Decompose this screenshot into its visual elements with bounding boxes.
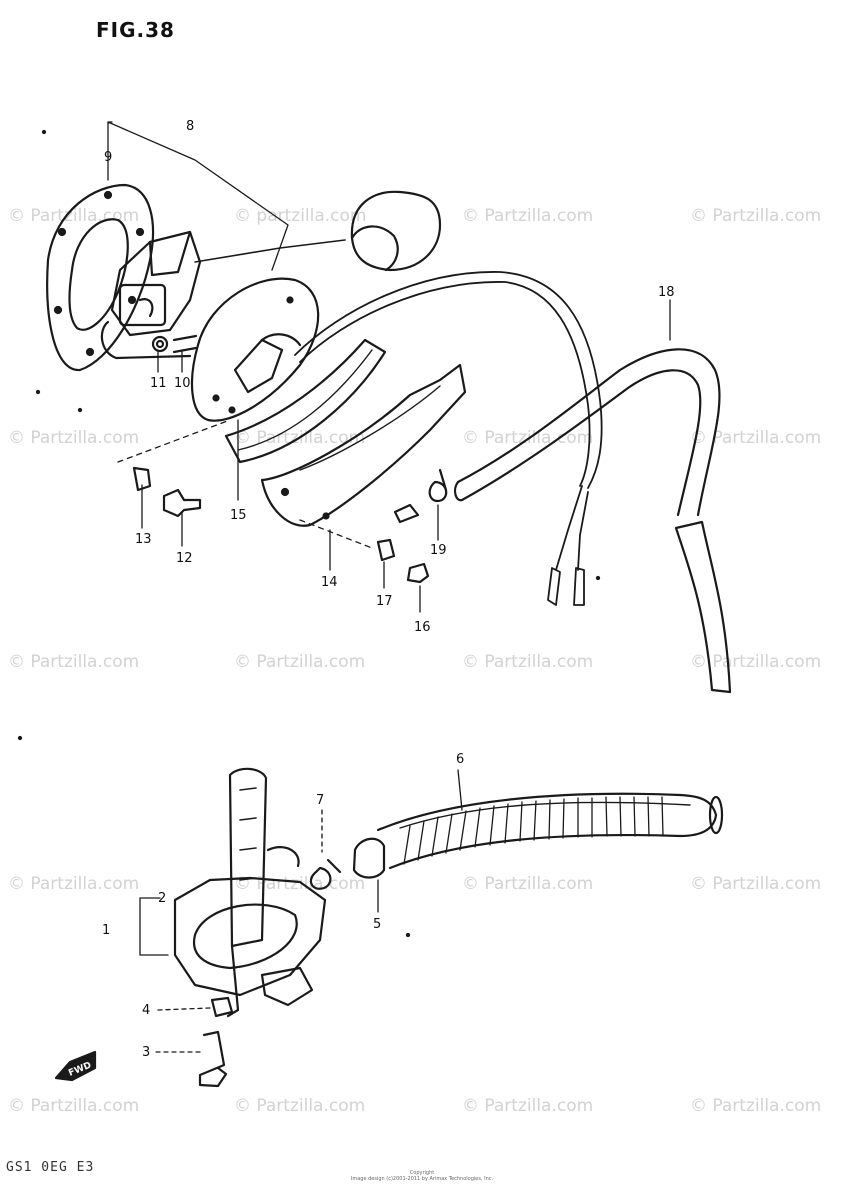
breather-hose-part-18: [453, 348, 732, 694]
guard-part-15: [224, 338, 387, 464]
callout-11: 11: [150, 376, 167, 391]
float-part: [350, 190, 442, 272]
fuel-hose-part-6: [352, 792, 724, 879]
callout-19: 19: [430, 543, 447, 558]
watermark-text: © Partzilla.com: [8, 1096, 140, 1116]
callout-3: 3: [142, 1045, 151, 1060]
callout-4: 4: [142, 1003, 151, 1018]
watermark-text: © Partzilla.com: [690, 1096, 822, 1116]
watermark-text: © Partzilla.com: [234, 1096, 366, 1116]
watermark-text: © Partzilla.com: [690, 652, 822, 672]
sender-plate-part-8: [190, 277, 320, 422]
callout-2: 2: [158, 891, 167, 906]
fuel-sender-unit: [100, 230, 346, 360]
watermark-text: © Partzilla.com: [8, 652, 140, 672]
watermark-text: © Partzilla.com: [690, 206, 822, 226]
watermark-text: © Partzilla.com: [462, 652, 594, 672]
clip-part-19: [428, 468, 448, 503]
callout-1: 1: [102, 923, 111, 938]
callout-15: 15: [230, 508, 247, 523]
watermark-text: © Partzilla.com: [462, 1096, 594, 1116]
callout-9: 9: [104, 150, 113, 165]
watermark-text: © Partzilla.com: [690, 874, 822, 894]
watermark-text: © Partzilla.com: [8, 428, 140, 448]
callout-16: 16: [414, 620, 431, 635]
callout-13: 13: [135, 532, 152, 547]
watermark-text: © Partzilla.com: [462, 874, 594, 894]
callout-14: 14: [321, 575, 338, 590]
bracket-part-14: [260, 363, 467, 527]
watermark-text: © Partzilla.com: [690, 428, 822, 448]
callout-17: 17: [376, 594, 393, 609]
callout-12: 12: [176, 551, 193, 566]
screw-part-3: [198, 1030, 228, 1088]
watermark-text: © Partzilla.com: [462, 206, 594, 226]
fuel-cock-part-1: [173, 767, 327, 1018]
watermark-text: © Partzilla.com: [8, 874, 140, 894]
callout-7: 7: [316, 793, 325, 808]
callout-6: 6: [456, 752, 465, 767]
figure-title: FIG.38: [96, 18, 175, 42]
forward-arrow-icon: FWD: [54, 1050, 97, 1082]
callout-5: 5: [373, 917, 382, 932]
washer-part-4: [210, 996, 234, 1018]
figure-code: GS1 0EG E3: [6, 1160, 95, 1175]
watermark-text: © Partzilla.com: [8, 206, 140, 226]
wire-harness: [294, 271, 603, 606]
clip-part-7: [309, 858, 342, 890]
callout-10: 10: [174, 376, 191, 391]
copyright-line-1: Copyright: [409, 1170, 435, 1176]
hardware-parts: [132, 466, 430, 584]
copyright-line-2: Image design (c)2001-2011 by Arimax Tech…: [350, 1176, 494, 1182]
callout-8: 8: [186, 119, 195, 134]
gasket-part-9: [46, 183, 154, 372]
leader-lines: [17, 121, 671, 1053]
copyright-note: Copyright Image design (c)2001-2011 by A…: [0, 1170, 844, 1182]
watermark-text: © Partzilla.com: [234, 652, 366, 672]
callout-18: 18: [658, 285, 675, 300]
